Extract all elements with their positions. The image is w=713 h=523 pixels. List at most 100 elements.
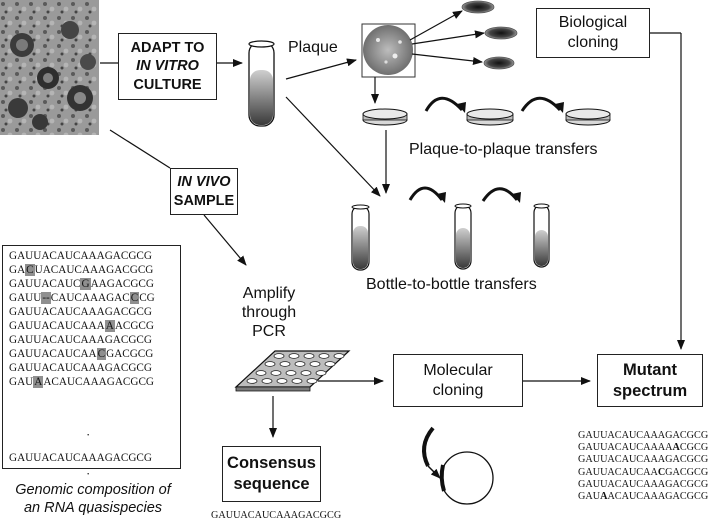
caption-line-2: an RNA quasispecies <box>23 500 163 517</box>
isolated-plaque-2 <box>484 26 518 40</box>
mutant-row: GAUUACAUCAAAAACGCG <box>578 442 708 454</box>
mutant-row: GAUUACAUCAACGACGCG <box>578 467 708 479</box>
adapt-to-in-vitro-box: ADAPT TO IN VITRO CULTURE <box>118 33 217 100</box>
mutant-seq-part: GACGCG <box>665 466 709 478</box>
mutant-row: GAUUACAUCAAAGACGCG <box>578 430 708 442</box>
quasispecies-mutation: -- <box>41 292 51 304</box>
isolated-plaque-3 <box>483 56 515 70</box>
quasispecies-mutation: C <box>129 292 140 304</box>
mutant-spectrum-box: Mutant spectrum <box>597 354 703 407</box>
quasispecies-mutation: A <box>33 376 44 388</box>
plaque-transfer-arrow-1 <box>424 96 464 112</box>
quasispecies-row: GAUUACAUCGAAGACGCG <box>9 277 155 291</box>
consensus-line-1: Consensus <box>227 454 316 473</box>
quasispecies-seq-part: GA <box>9 264 26 276</box>
culture-tube <box>248 40 275 127</box>
dot-3: · <box>86 505 91 520</box>
in-vivo-sample-box: IN VIVO SAMPLE <box>170 168 238 215</box>
molecular-cloning-box: Molecular cloning <box>393 354 523 407</box>
quasispecies-row: GAUUACAUCAAAGACGCG <box>9 333 155 347</box>
petri-dish-1 <box>362 108 408 126</box>
quasispecies-mutation: C <box>25 264 35 276</box>
quasispecies-row: GAUUACAUCAAAGACGCG <box>9 305 155 319</box>
quasispecies-seq-part: CAUCAAAGAC <box>50 292 130 304</box>
biological-cloning-box: Biological cloning <box>536 8 650 58</box>
quasispecies-row: GAUUACAUCAAAAACGCG <box>9 319 155 333</box>
quasispecies-seq-part: GAUUACAUCAAAGACGCG <box>9 334 152 346</box>
quasispecies-seq-part: GAUUACAUCAAAGACGCG <box>9 362 152 374</box>
plaque-plate <box>361 23 416 78</box>
adapt-line-2: IN VITRO <box>136 58 199 75</box>
quasispecies-seq-part: CG <box>139 292 155 304</box>
dot-2: · <box>86 466 91 481</box>
consensus-sequence-text: GAUUACAUCAAAGACGCG <box>211 510 342 521</box>
consensus-line-2: sequence <box>233 475 310 493</box>
amplify-line-1: Amplify <box>242 285 296 302</box>
bottle-transfer-arrow-2 <box>481 187 519 202</box>
mutant-seq-part: GAUUACAUCAAAGACGCG <box>578 478 709 490</box>
quasispecies-seq-part: UACAUCAAAGACGCG <box>34 264 154 276</box>
bottle-to-bottle-label: Bottle-to-bottle transfers <box>366 276 537 293</box>
quasispecies-caption: Genomic composition of an RNA quasispeci… <box>0 481 186 517</box>
consensus-sequence-box: Consensus sequence <box>222 446 321 502</box>
mutant-seq-part: CGCG <box>679 442 709 454</box>
quasispecies-seq-part: GAUUACAUCAA <box>9 348 97 360</box>
mutant-row: GAUUACAUCAAAGACGCG <box>578 454 708 466</box>
quasispecies-seq-part: AAGACGCG <box>90 278 154 290</box>
flow-arrows <box>100 10 685 438</box>
quasispecies-seq-part: GACGCG <box>106 348 154 360</box>
mutant-seq-part: GAUUACAUCAA <box>578 466 658 478</box>
quasispecies-row: GAUUACAUCAACGACGCG <box>9 347 155 361</box>
quasispecies-row: GAUU--CAUCAAAGACCCG <box>9 291 155 305</box>
pcr-multiwell-plate <box>234 350 351 392</box>
dot-1: · <box>86 427 91 442</box>
biological-line-1: Biological <box>558 14 628 31</box>
plaque-transfer-arrow-2 <box>520 96 562 112</box>
mutant-seq-part: GAUUACAUCAAAGACGCG <box>578 454 709 466</box>
mutant-seq-part: ACAUCAAAGACGCG <box>607 491 709 503</box>
adapt-line-3: CULTURE <box>133 76 202 93</box>
bottle-2 <box>454 203 472 270</box>
invivo-line-1: IN VIVO <box>177 174 231 191</box>
quasispecies-mutation: C <box>96 348 107 360</box>
bottle-1 <box>351 204 370 271</box>
quasispecies-seq-part: GAUU <box>9 292 42 304</box>
plasmid-insertion <box>422 426 494 505</box>
mutant-row: GAUUACAUCAAAGACGCG <box>578 479 708 491</box>
mutant-seq-part: GAU <box>578 491 601 503</box>
quasispecies-row: GAUAACAUCAAAGACGCG <box>9 375 155 389</box>
quasispecies-seq-part: GAU <box>9 376 34 388</box>
quasispecies-row: GAUUACAUCAAAGACGCG <box>9 361 155 375</box>
caption-line-1: Genomic composition of <box>15 482 171 498</box>
quasispecies-seq-part: GAUUACAUC <box>9 278 81 290</box>
molecular-line-1: Molecular <box>423 361 493 379</box>
quasispecies-row: GAUUACAUCAAAGACGCG <box>9 249 155 263</box>
quasispecies-seq-part: GAUUACAUCAAAGACGCG <box>9 250 152 262</box>
mutant-line-1: Mutant <box>622 360 678 379</box>
petri-dish-2 <box>466 108 514 126</box>
biological-line-2: cloning <box>567 34 619 51</box>
plaque-label: Plaque <box>288 39 338 56</box>
quasispecies-mutation: G <box>80 278 91 290</box>
quasispecies-mutation: A <box>104 320 115 332</box>
bottle-3 <box>533 203 550 268</box>
virus-micrograph <box>0 0 99 135</box>
amplify-label: Amplify through PCR <box>232 284 306 341</box>
mutant-mutation: A <box>672 442 680 454</box>
adapt-line-1: ADAPT TO <box>130 40 205 57</box>
amplify-line-3: PCR <box>252 323 286 340</box>
isolated-plaque-1 <box>461 0 495 14</box>
molecular-line-2: cloning <box>432 381 484 399</box>
quasispecies-dots: · · · <box>86 402 99 523</box>
invivo-line-2: SAMPLE <box>173 192 235 209</box>
quasispecies-seq-part: ACGCG <box>114 320 154 332</box>
mutant-seq-part: GAUUACAUCAAAA <box>578 442 673 454</box>
mutant-seq-part: GAUUACAUCAAAGACGCG <box>578 430 709 441</box>
quasispecies-last-sequence: GAUUACAUCAAAGACGCG <box>9 452 152 464</box>
mutant-mutation: C <box>657 466 666 478</box>
mutant-line-2: spectrum <box>612 381 688 400</box>
